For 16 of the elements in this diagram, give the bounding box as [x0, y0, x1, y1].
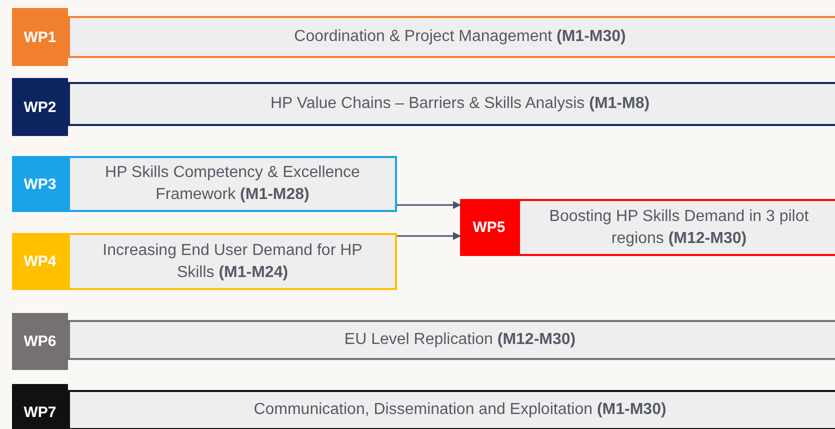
work-package-tag: WP6	[12, 313, 68, 370]
work-package-tag: WP7	[12, 384, 68, 429]
work-package-title: HP Skills Competency & Excellence Framework (M1-M28)	[104, 163, 361, 205]
work-package-title: HP Value Chains – Barriers & Skills Analysis (M1-M8)	[270, 94, 650, 114]
work-package-tag: WP1	[12, 8, 68, 66]
work-package-title: EU Level Replication (M12-M30)	[344, 330, 576, 350]
work-package-tag: WP3	[12, 156, 68, 212]
work-package-title: Increasing End User Demand for HP Skills (M1-M24)	[102, 240, 364, 282]
work-package-title: Boosting HP Skills Demand in 3 pilot regions (M12-M30)	[548, 206, 810, 248]
arrow	[397, 232, 461, 240]
work-package-title: Coordination & Project Management (M1-M30)	[294, 27, 626, 47]
work-package-tag: WP5	[460, 199, 518, 256]
arrow	[397, 201, 461, 209]
work-package-title: Communication, Dissemination and Exploitation (M1-M30)	[254, 400, 666, 420]
work-package-tag: WP2	[12, 78, 68, 136]
work-package-tag: WP4	[12, 233, 68, 290]
